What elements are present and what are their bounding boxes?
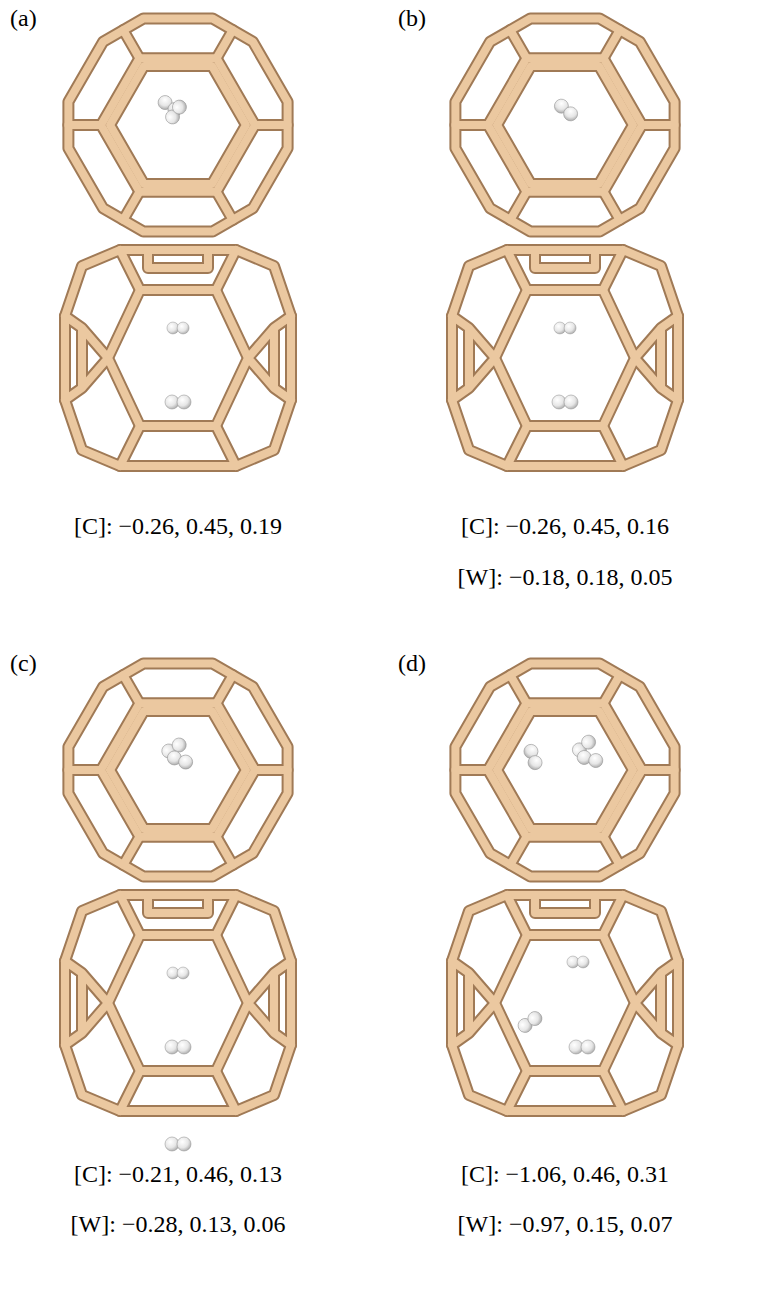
cage-top-view [455, 664, 674, 877]
cage-side-view [452, 250, 678, 466]
cage-side-view [65, 895, 291, 1111]
value-label: [C]: −0.26, 0.45, 0.19 [74, 512, 282, 541]
cage-side-view [65, 250, 291, 466]
panel-label: (b) [398, 4, 426, 33]
h2-molecule [165, 395, 191, 409]
panel-label: (a) [10, 4, 37, 33]
value-label: [C]: −0.26, 0.45, 0.16 [461, 512, 669, 541]
h2-molecule [167, 967, 189, 979]
h2-molecule [163, 97, 189, 126]
h2-molecule [567, 956, 589, 968]
h2-molecule [165, 1137, 191, 1151]
value-label: [W]: −0.97, 0.15, 0.07 [458, 1210, 673, 1239]
h2-molecule [167, 322, 189, 334]
h2-molecule [552, 96, 581, 123]
panel-label: (c) [10, 649, 37, 678]
value-label: [W]: −0.18, 0.18, 0.05 [458, 563, 673, 592]
value-label: [C]: −1.06, 0.46, 0.31 [461, 1160, 669, 1189]
cage-top-view [455, 19, 674, 232]
h2-molecule [515, 1009, 544, 1035]
h2-molecule [165, 1040, 191, 1054]
h2-molecule [576, 749, 605, 769]
value-label: [W]: −0.28, 0.13, 0.06 [71, 1210, 286, 1239]
value-label: [C]: −0.21, 0.46, 0.13 [74, 1160, 282, 1189]
cage-top-view [68, 664, 287, 877]
h2-molecule [552, 395, 578, 409]
panel-label: (d) [398, 649, 426, 678]
cage-side-view [452, 895, 678, 1111]
cage-top-view [68, 19, 287, 232]
h2-molecule [522, 742, 544, 771]
h2-molecule [569, 1040, 595, 1054]
h2-molecule [554, 322, 576, 334]
h2-molecule [165, 749, 194, 771]
